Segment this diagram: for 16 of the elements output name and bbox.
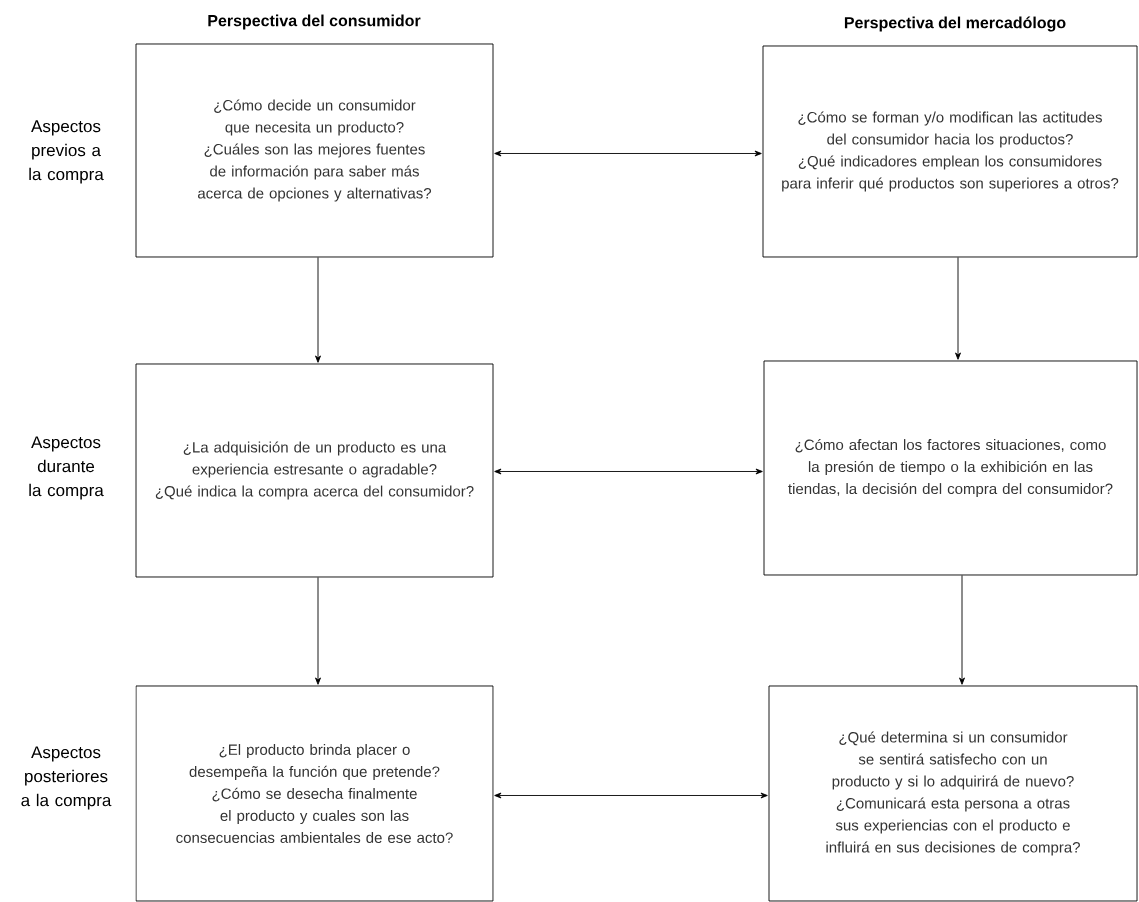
arrow <box>959 575 965 685</box>
arrow <box>494 468 763 475</box>
question-box: ¿El producto brinda placer o desempeña la función que pretende? ¿Cómo se desecha finalmente el producto y cuales son las consecuencias ambientales de ese acto? <box>135 685 494 902</box>
question-box: ¿Cómo afectan los factores situaciones, como la presión de tiempo o la exhibición en las tiendas, la decisión del compra del consumidor? <box>763 360 1138 576</box>
question-box: ¿La adquisición de un producto es una experiencia estresante o agradable? ¿Qué indica la compra acerca del consumidor? <box>135 363 494 578</box>
arrow <box>315 257 321 363</box>
arrow <box>494 792 768 799</box>
row-label: Aspectos posteriores a la compra <box>21 746 112 810</box>
row-label: Aspectos previos a la compra <box>29 120 104 184</box>
arrow <box>315 577 321 685</box>
question-box: ¿Cómo decide un consumidor que necesita un producto? ¿Cuáles son las mejores fuentes de información para saber más acerca de opciones y alternativas? <box>135 43 494 258</box>
question-box: ¿Cómo se forman y/o modifican las actitudes del consumidor hacia los productos? ¿Qué indicadores emplean los consumidores para inferir qué productos son superiores a otros? <box>762 45 1138 258</box>
question-box: ¿Qué determina si un consumidor se sentirá satisfecho con un producto y si lo adquirirá de nuevo? ¿Comunicará esta persona a otras sus experiencias con el producto e influirá en sus decisiones de compra? <box>768 685 1138 902</box>
arrow <box>494 150 762 157</box>
row-label: Aspectos durante la compra <box>29 436 104 500</box>
arrow <box>955 257 961 360</box>
